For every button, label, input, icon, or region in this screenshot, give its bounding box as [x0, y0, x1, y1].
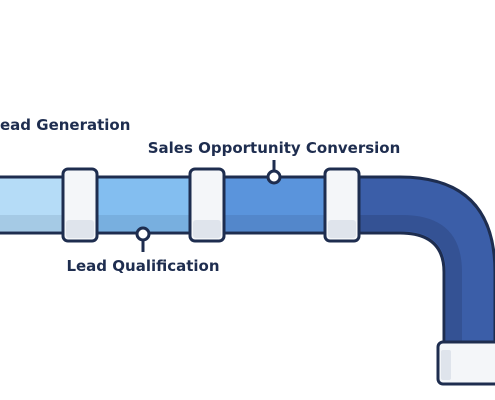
label-sales-opportunity-conversion: Sales Opportunity Conversion: [148, 139, 401, 157]
marker-sales-opportunity-conversion: [266, 160, 282, 185]
pipe-segment-lead-generation: [0, 175, 68, 235]
label-lead-generation: ead Generation: [0, 116, 130, 134]
pipe-joint-outlet: [436, 340, 495, 386]
pipe-segment-elbow: [353, 175, 495, 347]
pipe-joint-3: [323, 167, 361, 243]
pipe-joint-2: [188, 167, 226, 243]
pipe-segment-sales-opportunity-conversion: [222, 175, 330, 235]
label-lead-qualification: Lead Qualification: [66, 257, 219, 275]
pipe-segment-lead-qualification: [95, 175, 195, 235]
marker-lead-qualification: [135, 226, 151, 252]
pipe-joint-1: [61, 167, 99, 243]
